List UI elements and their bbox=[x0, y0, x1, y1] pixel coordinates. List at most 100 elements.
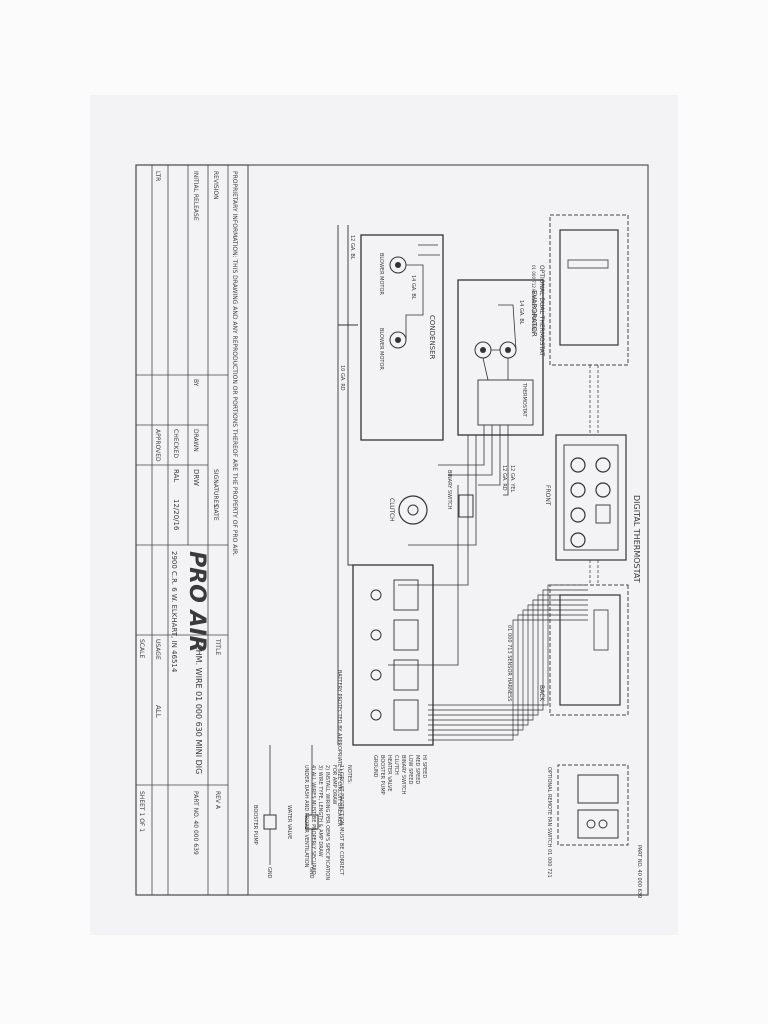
condenser-wire-label: 14 GA. BL bbox=[410, 275, 416, 300]
terminal-binary-switch: BINARY SWITCH bbox=[400, 755, 406, 795]
front-label: FRONT bbox=[544, 485, 551, 506]
terminal-med-speed: MED SPEED bbox=[414, 755, 420, 784]
power-wires bbox=[337, 225, 358, 745]
evaporator-wire-label: 14 GA. BL bbox=[518, 300, 524, 325]
note-3: 2) INSTALL WIRING PER OEM'S SPECIFICATIO… bbox=[324, 765, 330, 880]
drawn-by: DRW bbox=[192, 469, 200, 486]
back-connector bbox=[593, 609, 609, 651]
terminal-heater-valve: HEATER VALVE bbox=[386, 755, 392, 792]
binary-switch: BINARY SWITCH bbox=[446, 470, 474, 518]
checked-by: RAL bbox=[172, 469, 180, 482]
gnd-label-2: GND bbox=[266, 867, 272, 879]
blower-motor-label-2: BLOWER MOTOR bbox=[378, 328, 384, 370]
relay-3 bbox=[393, 659, 419, 691]
approved-label: APPROVED bbox=[154, 429, 161, 462]
relay-panel: BATTERY PROTECTED BY APPROPRIATE SIZE CI… bbox=[336, 564, 434, 827]
relay-2 bbox=[393, 619, 419, 651]
dual-thermostat-label: OPTIONAL DUAL THERMOSTAT bbox=[538, 265, 545, 356]
relay-4 bbox=[393, 699, 419, 731]
blower-motor-label-1: BLOWER MOTOR bbox=[378, 253, 384, 295]
checked-label: CHECKED bbox=[172, 429, 179, 458]
wiring-schematic: PROPRIETARY INFORMATION: THIS DRAWING AN… bbox=[135, 164, 649, 898]
scale-label: SCALE bbox=[138, 639, 145, 658]
note-1: 1) CIRCUIT PROTECTION MUST BE CORRECT bbox=[338, 765, 344, 876]
clutch: CLUTCH bbox=[388, 495, 428, 525]
part-no: PART NO. 40 000 639 bbox=[192, 791, 199, 855]
initial-release: INITIAL RELEASE bbox=[192, 171, 199, 221]
company-address: 2900 C.R. 6 W. ELKHART, IN 46514 bbox=[170, 551, 178, 673]
condenser-label: CONDENSER bbox=[428, 315, 436, 360]
signatures-label: SIGNATURES bbox=[212, 469, 219, 507]
fuse-3 bbox=[370, 669, 382, 681]
drawn-label: DRAWN bbox=[192, 429, 199, 452]
revision-label: REVISION bbox=[212, 171, 219, 200]
corner-part-no: PART NO. 40 000 639 bbox=[636, 845, 642, 898]
date-value: 12/20/16 bbox=[172, 499, 180, 531]
usage-value: ALL bbox=[154, 705, 162, 718]
notes-heading: NOTES: bbox=[346, 765, 352, 784]
dual-harness-label: 01 000 712 HARNESS (OPTIONAL) bbox=[531, 265, 536, 333]
fuse-1 bbox=[370, 589, 382, 601]
terminal-clutch: CLUTCH bbox=[393, 755, 399, 775]
digital-thermostat-label: DIGITAL THERMOSTAT bbox=[632, 495, 641, 583]
thermostat-label: THERMOSTAT bbox=[521, 382, 527, 418]
notice-text: PROPRIETARY INFORMATION: THIS DRAWING AN… bbox=[231, 171, 238, 556]
note-5: 4) ALL WIRES MUST BE PROPERLY SECURED bbox=[310, 765, 316, 875]
terminal-hi-speed: HI SPEED bbox=[421, 755, 427, 778]
relay-1 bbox=[393, 579, 419, 611]
note-4: 3) WIRE TYPE, LENGTH & AMP DRAW bbox=[317, 765, 323, 857]
optional-dual-thermostat: OPTIONAL DUAL THERMOSTAT 01 000 712 HARN… bbox=[531, 214, 629, 366]
fan-switch-back bbox=[577, 774, 619, 804]
clutch-label: CLUTCH bbox=[388, 498, 395, 522]
water-valve: WATER VALVE GND bbox=[286, 745, 319, 879]
rev-value: REV A bbox=[214, 791, 221, 810]
notes: NOTES: 1) CIRCUIT PROTECTION MUST BE COR… bbox=[303, 765, 352, 880]
evaporator-harness-wires bbox=[388, 425, 509, 666]
terminal-low-speed: LOW SPEED bbox=[407, 755, 413, 785]
temp-down-button[interactable] bbox=[570, 507, 586, 523]
fan-switch-label: OPTIONAL REMOTE FAN SWITCH 01 000 721 bbox=[546, 767, 552, 878]
binary-switch-label: BINARY SWITCH bbox=[446, 470, 452, 510]
sensor-harness-label: 01 000 713 SENSOR HARNESS bbox=[506, 625, 512, 701]
drawing-title: SCHM. WIRE 01 000 630 MINI DIG bbox=[194, 639, 203, 774]
usage-label: USAGE bbox=[154, 639, 161, 660]
thermostat-front: FRONT bbox=[544, 434, 627, 561]
optional-harness-lines bbox=[589, 365, 599, 585]
front-display bbox=[595, 504, 611, 524]
booster-pump: BOOSTER PUMP GND bbox=[252, 745, 277, 879]
power-wire-label-2: 10 GA. RD bbox=[339, 365, 345, 391]
temp-button[interactable] bbox=[570, 482, 586, 498]
terminal-ground: GROUND bbox=[372, 755, 378, 778]
title-label: TITLE bbox=[214, 638, 221, 655]
fuse-4 bbox=[370, 709, 382, 721]
sheet-value: SHEET 1 OF 1 bbox=[138, 791, 145, 832]
company-logo: PRO AIR bbox=[184, 551, 209, 653]
on-off-button[interactable] bbox=[595, 457, 611, 473]
terminal-booster-pump: BOOSTER PUMP bbox=[379, 755, 385, 795]
evaporator-label: EVAPORATOR bbox=[530, 290, 538, 337]
fuse-2 bbox=[370, 629, 382, 641]
date-label: DATE bbox=[212, 505, 219, 521]
fan-switch-front bbox=[577, 809, 619, 839]
condenser-section: CONDENSER BLOWER MOTOR BLOWER MOTOR 14 G… bbox=[360, 234, 444, 441]
ltr-label: LTR bbox=[154, 171, 161, 181]
back-label: BACK bbox=[538, 685, 545, 702]
mode-button[interactable] bbox=[595, 482, 611, 498]
evaporator-thermostat bbox=[477, 379, 534, 426]
drawing-sheet: PROPRIETARY INFORMATION: THIS DRAWING AN… bbox=[90, 95, 678, 935]
wire-label-yel: 12 GA. YEL bbox=[509, 465, 515, 493]
dual-display bbox=[567, 259, 609, 269]
fan-button[interactable] bbox=[570, 457, 586, 473]
wire-label-rd: 12 GA. RD bbox=[501, 465, 507, 491]
by-label: BY bbox=[192, 379, 199, 387]
gnd-label-1: GND bbox=[308, 867, 314, 879]
rotated-drawing: PROPRIETARY INFORMATION: THIS DRAWING AN… bbox=[135, 164, 642, 898]
terminal-strip: HI SPEED MED SPEED LOW SPEED BINARY SWIT… bbox=[372, 755, 427, 795]
optional-remote-fan-switch: OPTIONAL REMOTE FAN SWITCH 01 000 721 bbox=[546, 764, 629, 878]
evaporator-section: EVAPORATOR THERMOSTAT 14 GA. BL bbox=[457, 279, 544, 436]
battery-note: BATTERY PROTECTED BY APPROPRIATE SIZE CI… bbox=[336, 670, 342, 827]
title-block: PROPRIETARY INFORMATION: THIS DRAWING AN… bbox=[135, 164, 249, 896]
water-valve-label: WATER VALVE bbox=[286, 805, 292, 839]
temp-up-button[interactable] bbox=[570, 532, 586, 548]
thermostat-back: BACK bbox=[538, 584, 629, 716]
